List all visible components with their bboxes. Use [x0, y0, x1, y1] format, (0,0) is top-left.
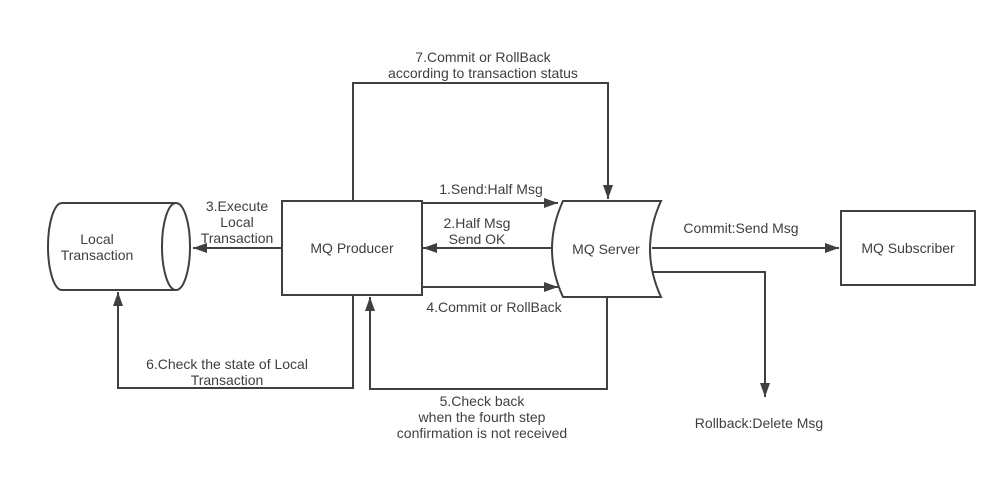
- edge-label-rollback-delete-msg: Rollback:Delete Msg: [694, 415, 824, 431]
- edge-label-commit-send-msg: Commit:Send Msg: [683, 220, 799, 236]
- arrow-rollback-delete-msg: [652, 271, 770, 397]
- edge-label-3-execute-local: 3.Execute Local Transaction: [200, 198, 274, 246]
- arrow-7-commit-rollback-status: [352, 82, 613, 201]
- mq-subscriber-box: [840, 210, 976, 286]
- arrow-5-check-back: [365, 297, 608, 390]
- edge-label-2-half-msg-send-ok: 2.Half Msg Send OK: [443, 215, 511, 247]
- mq-server-shape: [551, 200, 663, 298]
- arrow-6-check-state: [113, 292, 354, 389]
- edge-label-6-check-state: 6.Check the state of Local Transaction: [146, 356, 308, 388]
- edge-label-4-commit-rollback: 4.Commit or RollBack: [426, 299, 562, 315]
- mq-producer-label: MQ Producer: [310, 240, 394, 256]
- edge-label-1-send-half-msg: 1.Send:Half Msg: [439, 181, 543, 197]
- edge-label-7-commit-rollback-status: 7.Commit or RollBack according to transa…: [388, 49, 578, 81]
- local-transaction-shape-inner-arc: [161, 202, 177, 291]
- mq-subscriber-label: MQ Subscriber: [861, 240, 955, 256]
- local-transaction-label: Local Transaction: [60, 231, 134, 263]
- edge-label-5-check-back: 5.Check back when the fourth step confir…: [396, 393, 568, 441]
- mq-server-label: MQ Server: [572, 241, 640, 257]
- mq-producer-box: [281, 200, 423, 296]
